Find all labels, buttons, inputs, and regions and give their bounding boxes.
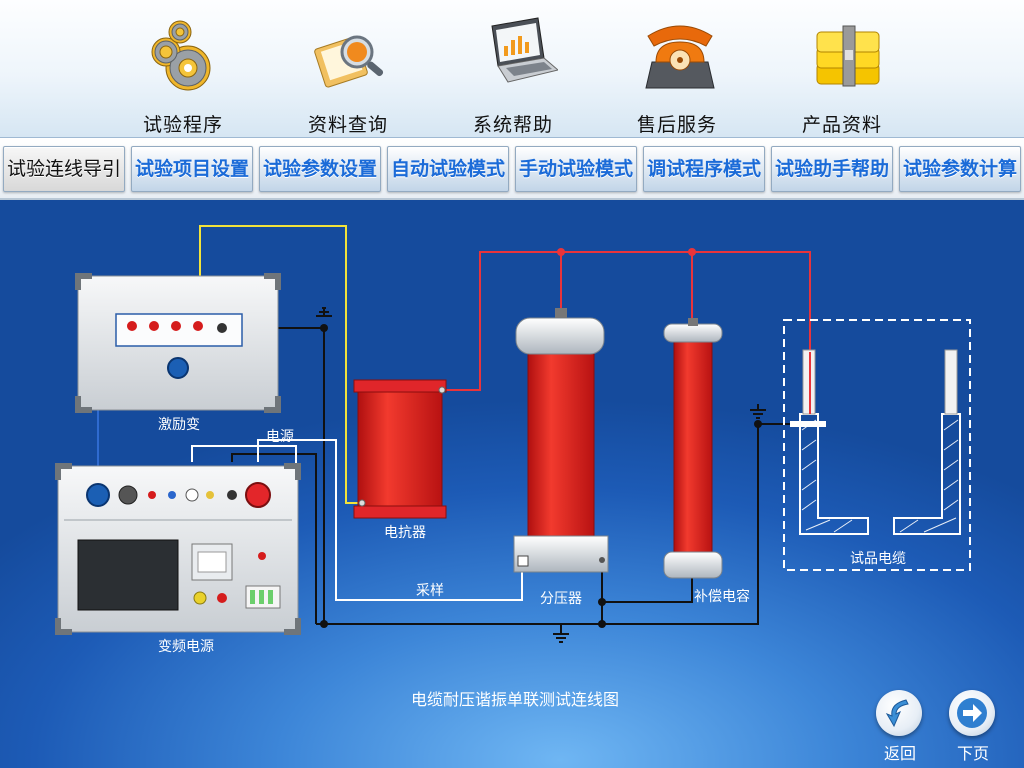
- menu-label: 产品资料: [801, 114, 882, 136]
- power-wire-label: 电源: [266, 429, 294, 445]
- reactor-label: 电抗器: [384, 525, 426, 541]
- hv-wire: [442, 251, 811, 391]
- exciter-label: 激励变: [158, 417, 200, 433]
- test-cable: [783, 319, 971, 571]
- tab-manual-test-mode[interactable]: 手动试验模式: [515, 146, 637, 192]
- wiring-diagram: 激励变 电源 电抗器 采样 分压器 补偿电容 试品电缆 变频电源 电缆耐压谐振单…: [0, 200, 1024, 768]
- folder-stack-icon: [816, 25, 880, 87]
- telephone-icon: [645, 25, 715, 89]
- next-page-button[interactable]: 下页: [945, 690, 1001, 763]
- menu-document-query[interactable]: 资料查询: [293, 10, 403, 136]
- tab-test-param-setup[interactable]: 试验参数设置: [259, 146, 381, 192]
- laptop-icon: [491, 17, 558, 83]
- next-page-label: 下页: [956, 744, 989, 763]
- arrow-right-icon: [957, 698, 987, 728]
- tab-debug-mode[interactable]: 调试程序模式: [643, 146, 765, 192]
- gears-icon: [151, 20, 211, 91]
- sampling-wire-label: 采样: [416, 583, 444, 599]
- menu-label: 资料查询: [307, 114, 388, 136]
- magnifier-clipboard-icon: [314, 35, 384, 88]
- menu-label: 试验程序: [142, 114, 223, 136]
- diagram-caption: 电缆耐压谐振单联测试连线图: [410, 690, 619, 709]
- wiring-diagram-canvas: [55, 225, 971, 643]
- back-label: 返回: [883, 744, 916, 763]
- menu-label: 系统帮助: [472, 114, 553, 136]
- menu-test-program[interactable]: 试验程序: [128, 10, 238, 136]
- vf-power-label: 变频电源: [158, 639, 214, 655]
- ground-junctions: [320, 324, 762, 628]
- tab-test-assistant[interactable]: 试验助手帮助: [771, 146, 893, 192]
- tab-wiring-guide[interactable]: 试验连线导引: [3, 146, 125, 192]
- reactor: [353, 379, 447, 519]
- compensation-cap-label: 补偿电容: [694, 589, 750, 605]
- tab-auto-test-mode[interactable]: 自动试验模式: [387, 146, 509, 192]
- menu-product-info[interactable]: 产品资料: [787, 10, 897, 136]
- exciter-transformer: [75, 273, 281, 413]
- back-arrow-icon: [885, 699, 909, 728]
- menu-system-help[interactable]: 系统帮助: [458, 10, 568, 136]
- top-menu: 试验程序 资料查询 系统帮助 售后服务: [0, 0, 1024, 138]
- hv-junctions: [557, 248, 696, 256]
- voltage-divider: [513, 308, 609, 573]
- menu-label: 售后服务: [636, 114, 717, 136]
- menu-after-sales[interactable]: 售后服务: [622, 10, 732, 136]
- ground-symbol-icon: [316, 307, 766, 643]
- tab-param-calc[interactable]: 试验参数计算: [899, 146, 1021, 192]
- ground-wire: [222, 327, 800, 625]
- divider-label: 分压器: [540, 591, 582, 607]
- vf-power-source: [55, 463, 301, 635]
- yellow-wire: [199, 225, 360, 504]
- back-button[interactable]: 返回: [872, 690, 928, 763]
- tab-strip: 试验连线导引 试验项目设置 试验参数设置 自动试验模式 手动试验模式 调试程序模…: [0, 138, 1024, 200]
- tab-test-item-setup[interactable]: 试验项目设置: [131, 146, 253, 192]
- test-cable-label: 试品电缆: [850, 551, 906, 567]
- compensation-capacitor: [663, 318, 723, 579]
